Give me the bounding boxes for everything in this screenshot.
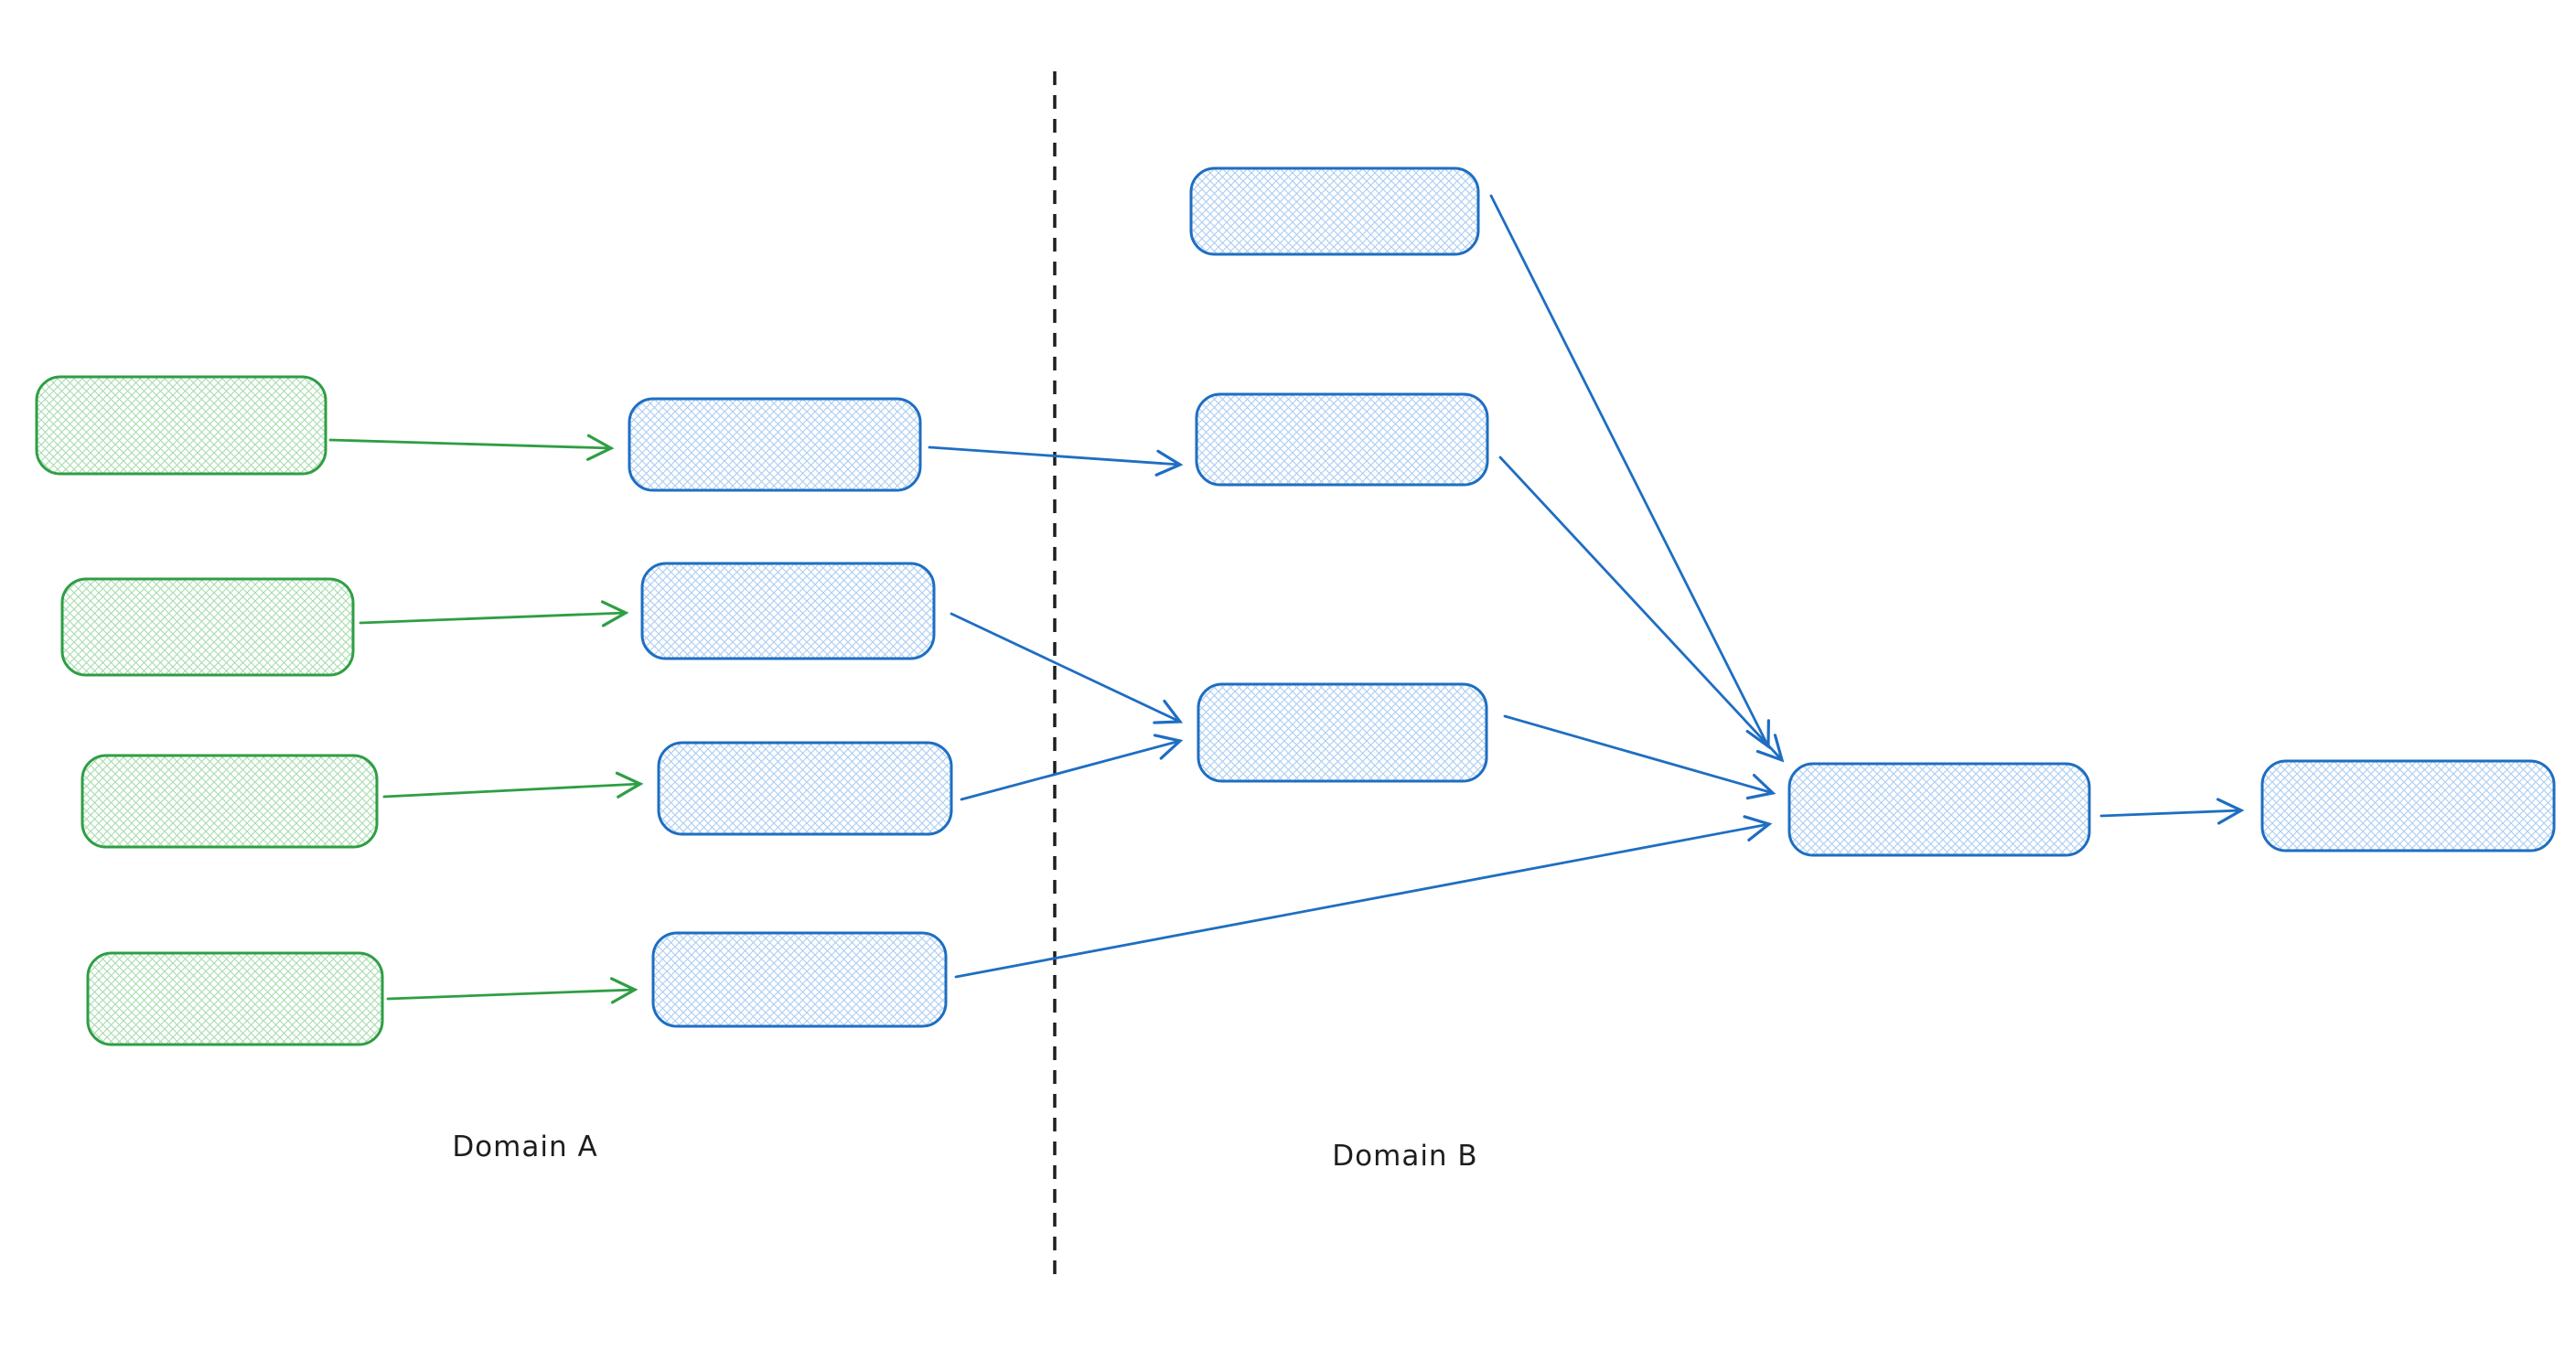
domain-a-source-4 [86,951,384,1046]
domain-a-source-nodes [35,375,384,1046]
domain-a-node-4 [651,931,948,1028]
edges-green [328,434,644,1004]
edge-b-node1-to-aggregator [1489,194,1770,750]
domain-a-source-2 [60,577,355,677]
edge-source4-to-node4 [386,977,639,1004]
edge-aggregator-to-output [2099,798,2245,825]
domain-b-output [2260,759,2556,852]
edge-source1-to-node1 [328,434,615,461]
edge-b-node3-to-aggregator [1503,714,1776,800]
domain-b-node-3 [1197,682,1488,783]
edge-b-node2-to-aggregator [1498,456,1785,763]
edges-blue [928,194,2245,979]
domain-a-node-1 [628,397,922,492]
domain-b-aggregator [1787,762,2091,857]
edge-source3-to-node3 [382,771,644,799]
domain-a-node-3 [657,741,953,836]
domain-a-node-2 [640,562,936,660]
domain-b-nodes [1189,166,2556,857]
domain-a-blue-nodes [628,397,953,1028]
edge-source2-to-node2 [359,600,629,627]
domain-a-label: Domain A [452,1131,597,1163]
domain-b-label: Domain B [1332,1140,1477,1173]
domain-b-node-2 [1195,392,1489,487]
edge-a-node1-to-b-node2 [928,445,1184,477]
domain-a-source-1 [35,375,327,476]
edge-a-node3-to-b-node3 [960,734,1184,801]
domain-b-node-1 [1189,166,1480,256]
domain-a-source-3 [80,754,379,849]
edge-a-node4-to-aggregator [954,815,1773,979]
edge-a-node2-to-b-node3 [950,612,1184,724]
